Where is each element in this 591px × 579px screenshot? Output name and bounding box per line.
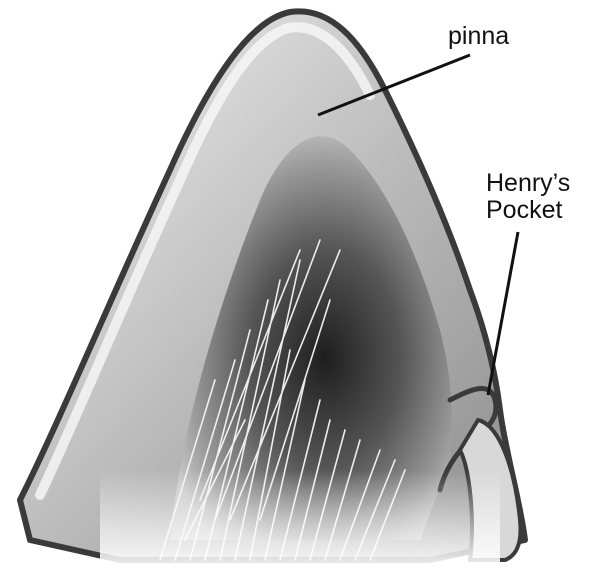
henrys-pocket-label-line1: Henry’s xyxy=(486,170,570,197)
henrys-pocket-leader-line xyxy=(488,232,518,395)
pinna-label: pinna xyxy=(448,23,509,50)
henrys-pocket-label-line2: Pocket xyxy=(486,197,570,224)
fur-base-fade xyxy=(100,470,500,570)
henrys-pocket-label: Henry’s Pocket xyxy=(486,170,570,224)
